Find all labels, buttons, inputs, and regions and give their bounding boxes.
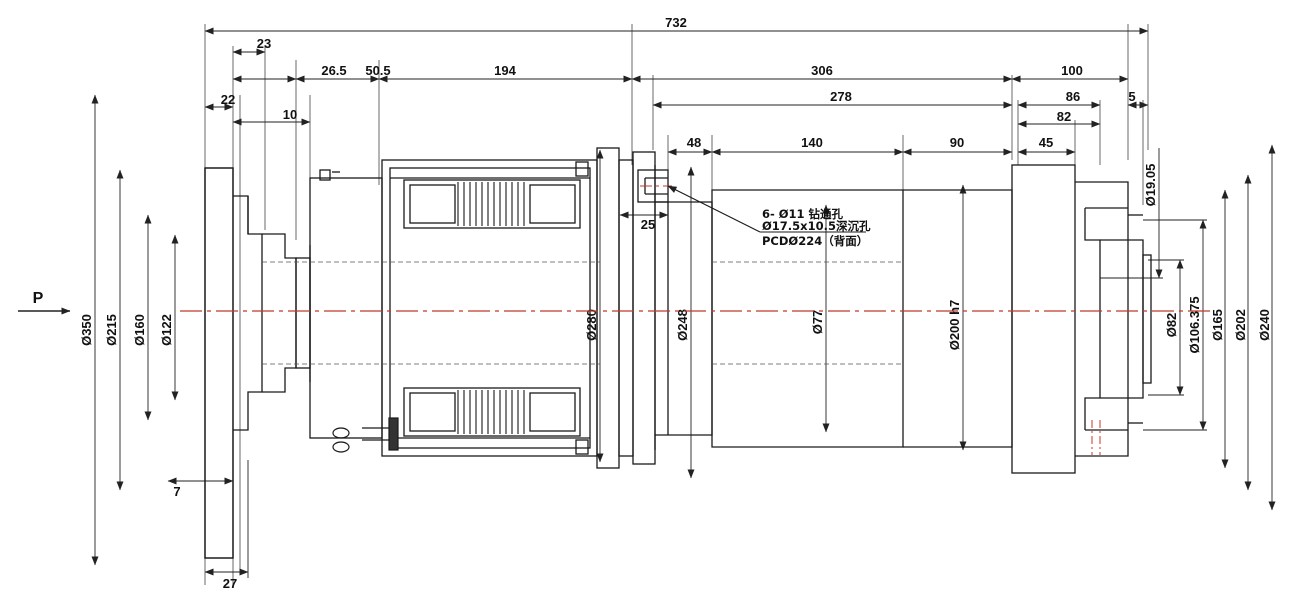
hole-callout: 6- Ø11 钻通孔 Ø17.5x10.5深沉孔 PCDØ224（背面） <box>667 185 871 248</box>
label-d248: Ø248 <box>675 309 690 341</box>
label-d350: Ø350 <box>79 314 94 346</box>
label-50p5: 50.5 <box>365 63 390 78</box>
right-diameter-dimensions <box>1100 144 1276 511</box>
mounting-flange-outer <box>204 167 234 559</box>
label-90: 90 <box>950 135 964 150</box>
stator-bottom <box>403 387 581 437</box>
label-10: 10 <box>283 107 297 122</box>
label-194: 194 <box>494 63 516 78</box>
label-d202: Ø202 <box>1233 309 1248 341</box>
left-diameter-labels: Ø350 Ø215 Ø160 Ø122 <box>79 314 174 346</box>
label-82: 82 <box>1057 109 1071 124</box>
extension-lines <box>204 24 1149 585</box>
label-732: 732 <box>665 15 687 30</box>
label-5: 5 <box>1128 89 1135 104</box>
part-outline <box>204 147 1152 559</box>
center-diameter-dimensions <box>596 149 967 479</box>
label-25: 25 <box>641 217 655 232</box>
label-d240: Ø240 <box>1257 309 1272 341</box>
rear-housing <box>309 177 383 439</box>
horizontal-dimension-labels: 732 23 26.5 50.5 194 306 100 278 86 5 22… <box>173 15 1135 591</box>
centerline <box>180 185 1210 455</box>
annotation-line-3: PCDØ224（背面） <box>762 234 868 248</box>
label-306: 306 <box>811 63 833 78</box>
hub-profile <box>262 233 297 393</box>
terminal-box-detail <box>332 417 399 453</box>
motor-housing <box>381 159 598 457</box>
label-26p5: 26.5 <box>321 63 346 78</box>
center-diameter-labels: Ø280 Ø248 Ø77 Ø200 h7 <box>584 300 962 351</box>
winding-end-bot-right <box>529 392 576 432</box>
label-27: 27 <box>223 576 237 591</box>
winding-end-top-right <box>529 184 576 224</box>
winding-end-bot-left <box>409 392 456 432</box>
horizontal-dimension-lines <box>167 27 1149 578</box>
hub-collar <box>295 257 311 369</box>
annotation-line-1: 6- Ø11 钻通孔 <box>762 207 844 221</box>
rear-shoulder <box>1075 181 1129 457</box>
label-278: 278 <box>830 89 852 104</box>
label-d82: Ø82 <box>1164 313 1179 338</box>
bearing-housing <box>632 151 656 465</box>
motor-housing-inner <box>389 167 591 449</box>
label-7: 7 <box>173 484 180 499</box>
label-p: P <box>33 290 44 307</box>
stator-top <box>403 179 581 229</box>
stator-lamination-hatch <box>457 182 525 434</box>
label-140: 140 <box>801 135 823 150</box>
winding-end-top-left <box>409 184 456 224</box>
label-d106375: Ø106.375 <box>1187 296 1202 353</box>
label-d77: Ø77 <box>810 310 825 335</box>
rear-bearing-flange <box>1011 164 1076 474</box>
end-cap <box>1142 254 1152 384</box>
right-diameter-labels: Ø19.05 Ø82 Ø106.375 Ø165 Ø202 Ø240 <box>1143 164 1272 354</box>
housing-lug-tl <box>575 161 589 177</box>
label-d200h7: Ø200 h7 <box>947 300 962 351</box>
label-d215: Ø215 <box>104 314 119 346</box>
label-d280: Ø280 <box>584 309 599 341</box>
label-22: 22 <box>221 92 235 107</box>
label-100: 100 <box>1061 63 1083 78</box>
label-d1905: Ø19.05 <box>1143 164 1158 207</box>
housing-lug-bl <box>575 439 589 455</box>
label-d160: Ø160 <box>132 314 147 346</box>
label-45: 45 <box>1039 135 1053 150</box>
label-d165: Ø165 <box>1210 309 1225 341</box>
rear-step-profile <box>1084 208 1101 430</box>
left-diameter-dimensions <box>91 94 179 566</box>
annotation-line-2: Ø17.5x10.5深沉孔 <box>762 219 871 233</box>
label-48: 48 <box>687 135 701 150</box>
label-86: 86 <box>1066 89 1080 104</box>
label-d122: Ø122 <box>159 314 174 346</box>
label-23: 23 <box>257 36 271 51</box>
front-flange-step <box>618 159 634 457</box>
rear-end-stub <box>1100 239 1144 399</box>
view-direction-marker: P <box>18 290 71 315</box>
hidden-lines <box>262 261 903 365</box>
rear-port-a <box>319 169 331 181</box>
